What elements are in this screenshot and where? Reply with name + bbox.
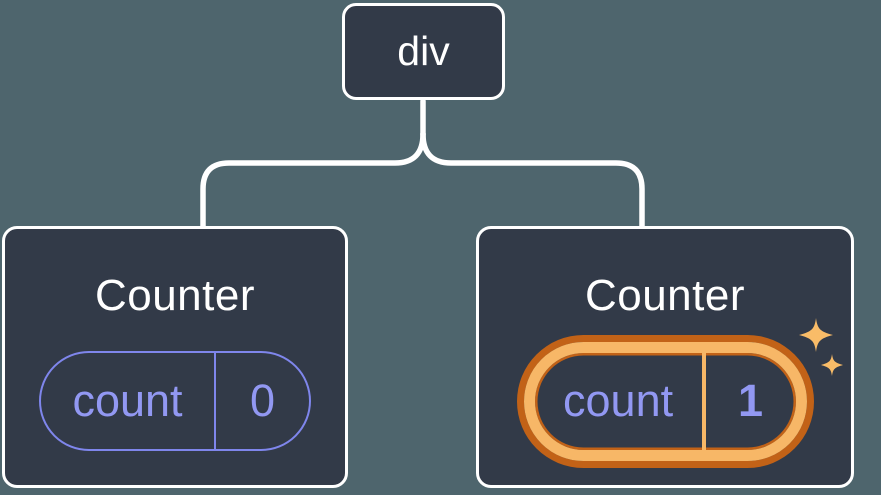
sparkle-small: [821, 354, 843, 376]
root-node-div: div: [342, 3, 505, 100]
state-value-left: 0: [249, 374, 276, 426]
sparkle-large: [799, 318, 833, 352]
counter-card-right: Counter count 1: [476, 226, 854, 488]
root-node-label: div: [397, 28, 450, 74]
counter-card-right-title: Counter: [584, 271, 746, 320]
connector-branch-right: [420, 131, 645, 230]
counter-card-left: Counter count 0: [2, 226, 348, 488]
state-pill-left: count 0: [39, 350, 311, 451]
counter-card-left-title: Counter: [94, 271, 256, 320]
state-value-right: 1: [738, 375, 764, 427]
state-pill-right-highlighted: count 1: [523, 341, 807, 461]
sparkles-icon: [799, 318, 843, 376]
state-name-right: count: [535, 352, 706, 450]
state-name-left: count: [41, 352, 216, 449]
connector-branch-left: [200, 131, 426, 230]
